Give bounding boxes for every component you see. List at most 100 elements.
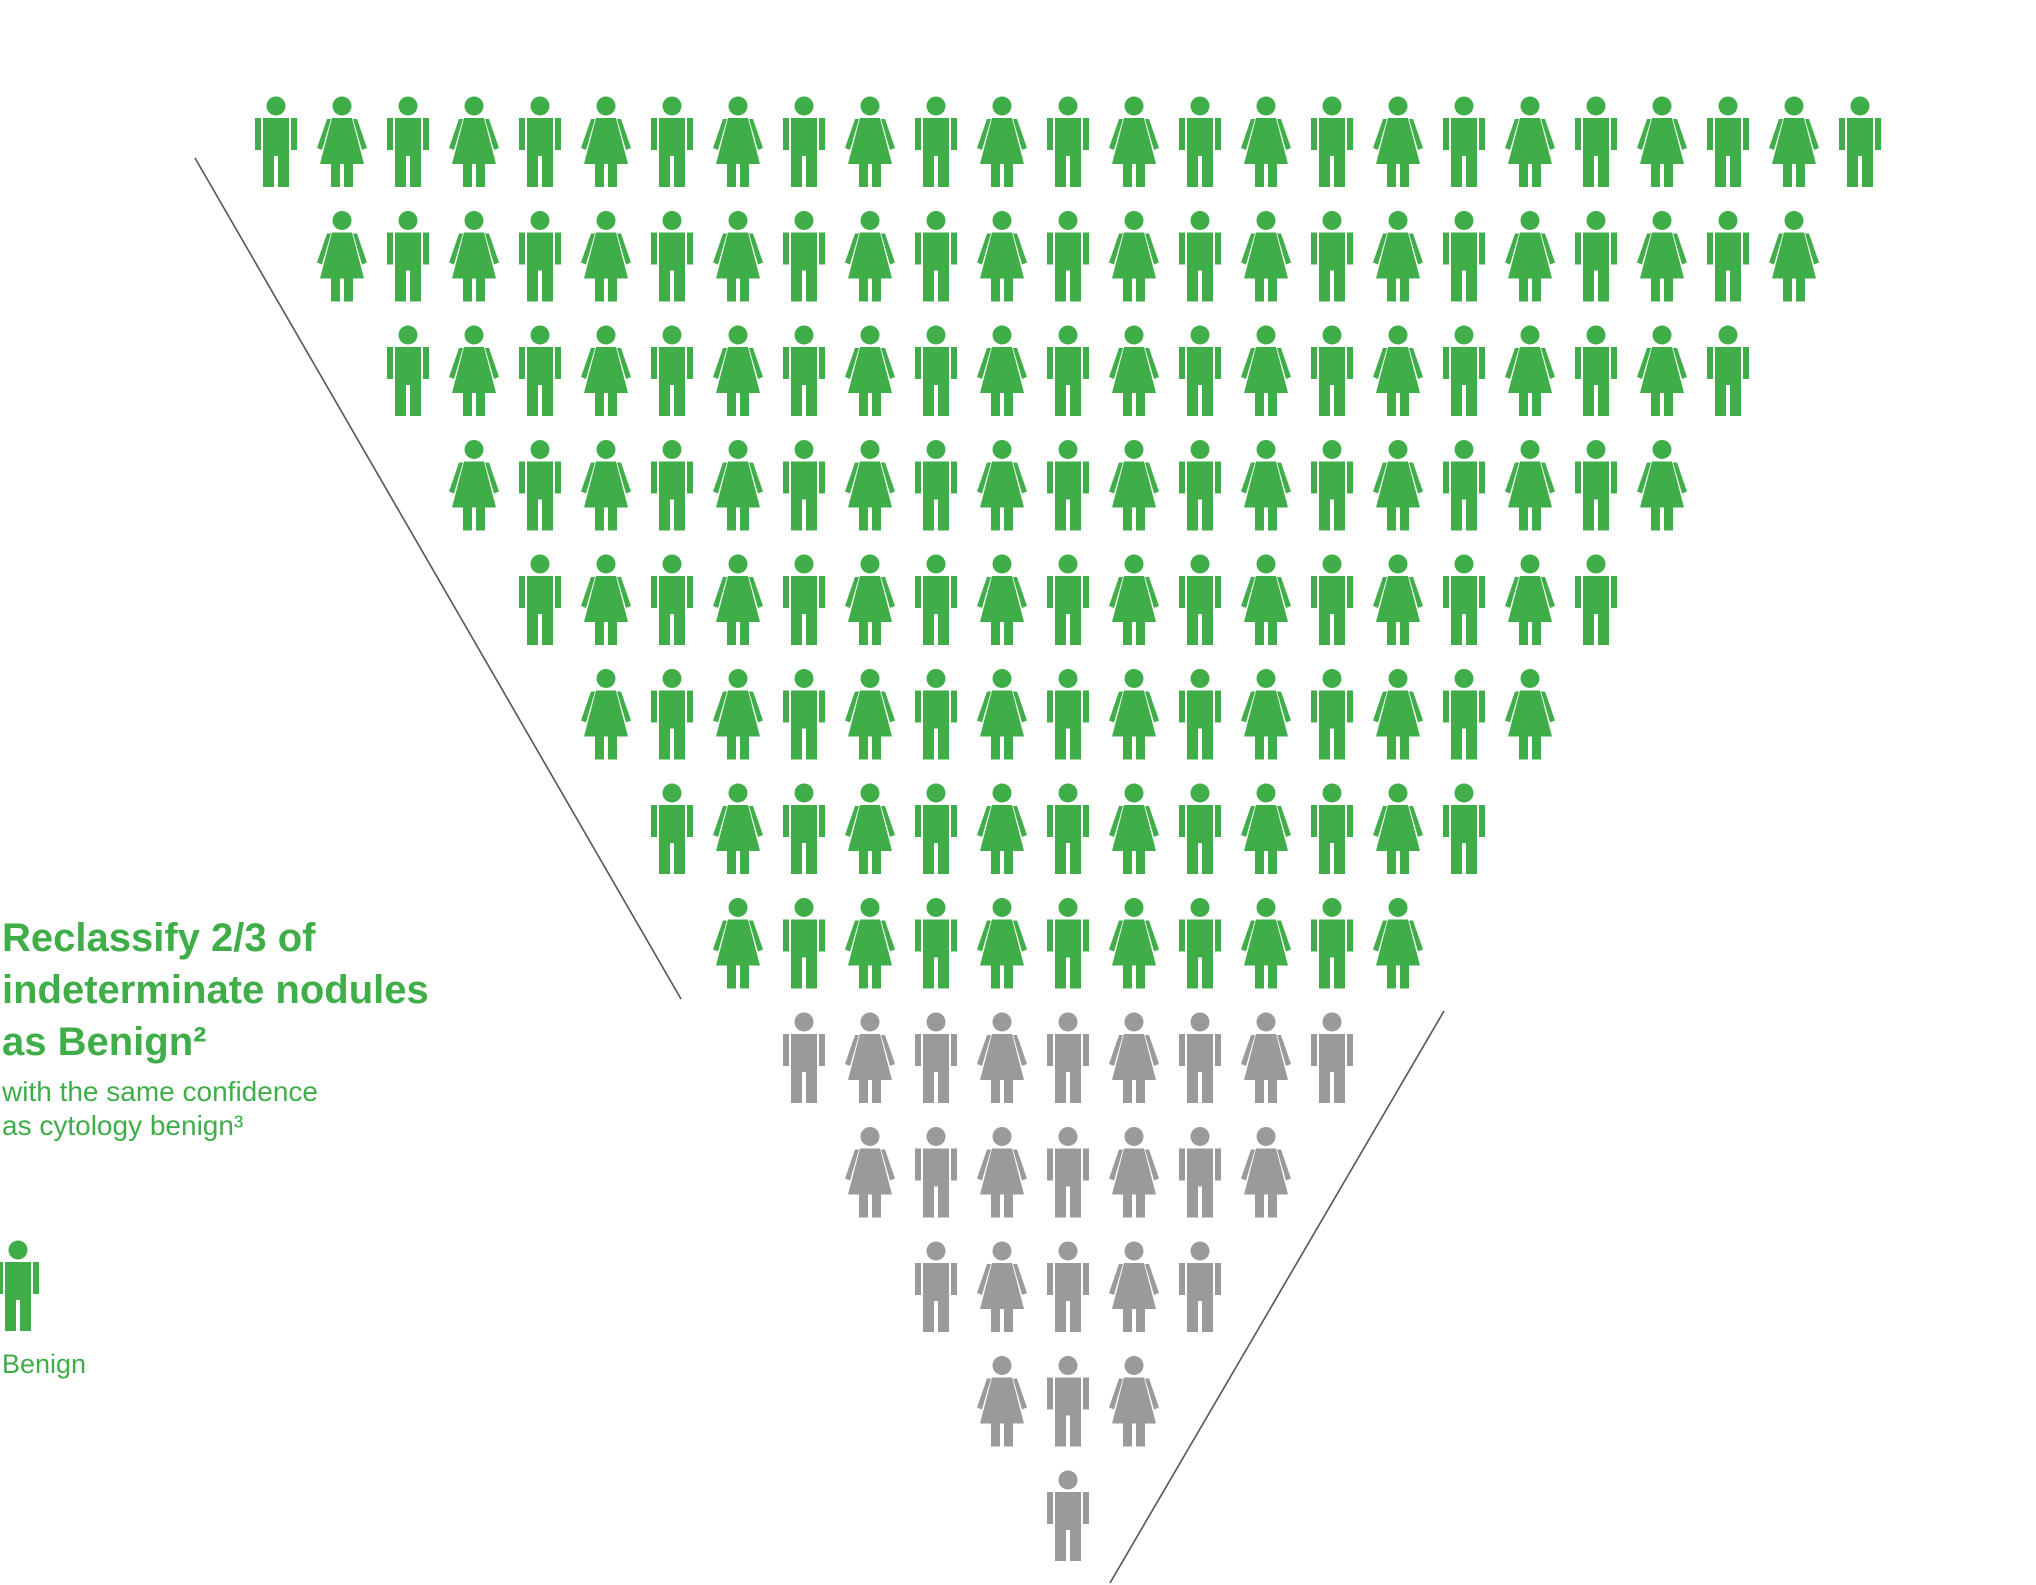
person-female-icon [581, 440, 631, 531]
person-male-icon [1179, 1012, 1221, 1103]
person-male-icon [651, 554, 693, 645]
person-male-icon [1179, 211, 1221, 302]
person-male-icon [1047, 325, 1089, 416]
person-male-icon [1047, 211, 1089, 302]
person-female-icon [1109, 783, 1159, 874]
person-male-icon [915, 211, 957, 302]
person-female-icon [977, 554, 1027, 645]
person-female-icon [1373, 898, 1423, 989]
person-male-icon [519, 96, 561, 187]
person-female-icon [1373, 325, 1423, 416]
person-male-icon [1311, 554, 1353, 645]
person-female-icon [845, 211, 895, 302]
person-male-icon [1047, 554, 1089, 645]
person-female-icon [1241, 1012, 1291, 1103]
person-male-icon [1047, 1470, 1089, 1561]
person-male-icon [651, 669, 693, 760]
person-female-icon [449, 96, 499, 187]
person-female-icon [845, 554, 895, 645]
person-male-icon [1443, 211, 1485, 302]
person-female-icon [1637, 325, 1687, 416]
person-male-icon [1707, 211, 1749, 302]
person-female-icon [713, 669, 763, 760]
person-male-icon [1179, 325, 1221, 416]
person-male-icon [1047, 1241, 1089, 1332]
person-female-icon [1373, 669, 1423, 760]
person-female-icon [713, 211, 763, 302]
person-male-icon [1443, 554, 1485, 645]
person-male-icon [519, 440, 561, 531]
person-female-icon [845, 325, 895, 416]
person-female-icon [713, 325, 763, 416]
person-female-icon [713, 554, 763, 645]
person-male-icon [255, 96, 297, 187]
subheadline-line-1: with the same confidence [2, 1076, 318, 1107]
person-male-icon [783, 783, 825, 874]
person-female-icon [1241, 783, 1291, 874]
person-male-icon [1707, 325, 1749, 416]
person-female-icon [1109, 554, 1159, 645]
person-female-icon [713, 898, 763, 989]
person-male-icon [915, 554, 957, 645]
person-female-icon [1241, 898, 1291, 989]
person-male-icon [1179, 669, 1221, 760]
person-female-icon [1637, 440, 1687, 531]
person-female-icon [1109, 325, 1159, 416]
person-female-icon [713, 440, 763, 531]
person-male-icon [1575, 325, 1617, 416]
person-male-icon [915, 1127, 957, 1218]
person-female-icon [845, 440, 895, 531]
person-male-icon [1047, 1127, 1089, 1218]
person-female-icon [1769, 96, 1819, 187]
person-female-icon [1373, 783, 1423, 874]
person-female-icon [1505, 211, 1555, 302]
person-male-icon [1575, 96, 1617, 187]
person-male-icon [915, 669, 957, 760]
person-female-icon [1241, 440, 1291, 531]
person-male-icon [1179, 440, 1221, 531]
headline-line-1: Reclassify 2/3 of [2, 916, 316, 960]
person-male-icon [1311, 898, 1353, 989]
legend-benign-icon [0, 1240, 39, 1331]
person-female-icon [1769, 211, 1819, 302]
person-male-icon [1443, 440, 1485, 531]
person-female-icon [845, 669, 895, 760]
person-female-icon [317, 211, 367, 302]
person-female-icon [581, 211, 631, 302]
person-female-icon [845, 898, 895, 989]
person-male-icon [651, 211, 693, 302]
person-female-icon [1241, 669, 1291, 760]
person-male-icon [1179, 96, 1221, 187]
person-male-icon [651, 783, 693, 874]
person-female-icon [317, 96, 367, 187]
person-female-icon [1241, 554, 1291, 645]
person-female-icon [977, 96, 1027, 187]
person-female-icon [977, 1241, 1027, 1332]
person-male-icon [1311, 96, 1353, 187]
person-female-icon [1109, 440, 1159, 531]
person-male-icon [1311, 783, 1353, 874]
person-male-icon [783, 669, 825, 760]
person-male-icon [915, 898, 957, 989]
person-female-icon [1109, 96, 1159, 187]
person-female-icon [1241, 211, 1291, 302]
person-female-icon [845, 1012, 895, 1103]
person-male-icon [1311, 669, 1353, 760]
person-female-icon [449, 440, 499, 531]
person-female-icon [977, 440, 1027, 531]
person-male-icon [519, 554, 561, 645]
person-female-icon [1109, 211, 1159, 302]
person-male-icon [1443, 669, 1485, 760]
person-female-icon [1109, 898, 1159, 989]
person-male-icon [783, 325, 825, 416]
person-male-icon [783, 898, 825, 989]
person-female-icon [1505, 669, 1555, 760]
person-female-icon [1109, 669, 1159, 760]
person-male-icon [915, 1012, 957, 1103]
subheadline: with the same confidence as cytology ben… [2, 1075, 318, 1143]
person-male-icon [1311, 211, 1353, 302]
person-female-icon [1109, 1241, 1159, 1332]
person-female-icon [581, 554, 631, 645]
person-female-icon [713, 96, 763, 187]
